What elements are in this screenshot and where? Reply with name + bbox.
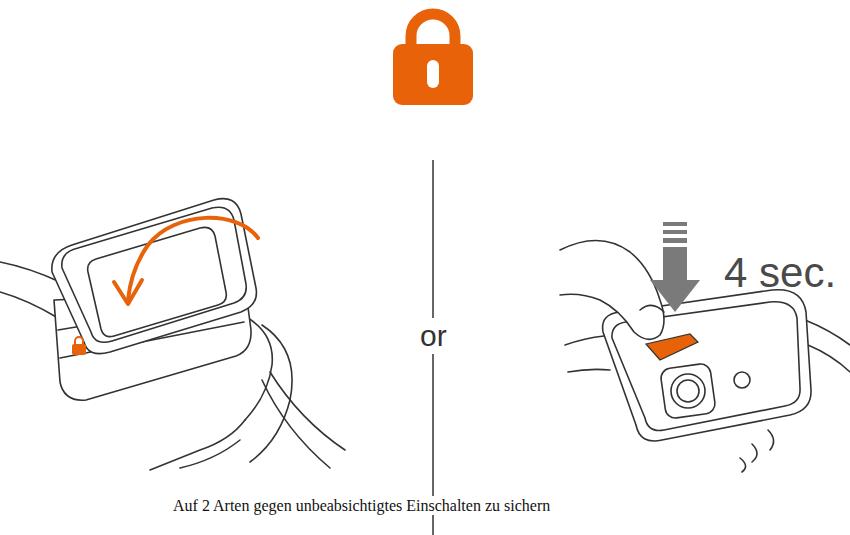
caption: Auf 2 Arten gegen unbeabsichtigtes Einsc… xyxy=(170,496,553,515)
headlamp-right xyxy=(565,290,850,441)
headlamp-left xyxy=(0,199,345,470)
press-arrow xyxy=(650,222,700,312)
vibration-marks xyxy=(740,430,774,472)
or-label: or xyxy=(417,318,450,354)
finger xyxy=(560,240,664,339)
duration-label: 4 sec. xyxy=(724,248,836,298)
lock-icon xyxy=(393,14,473,105)
small-lock-icon xyxy=(72,337,86,355)
rotate-arrow xyxy=(114,218,258,304)
